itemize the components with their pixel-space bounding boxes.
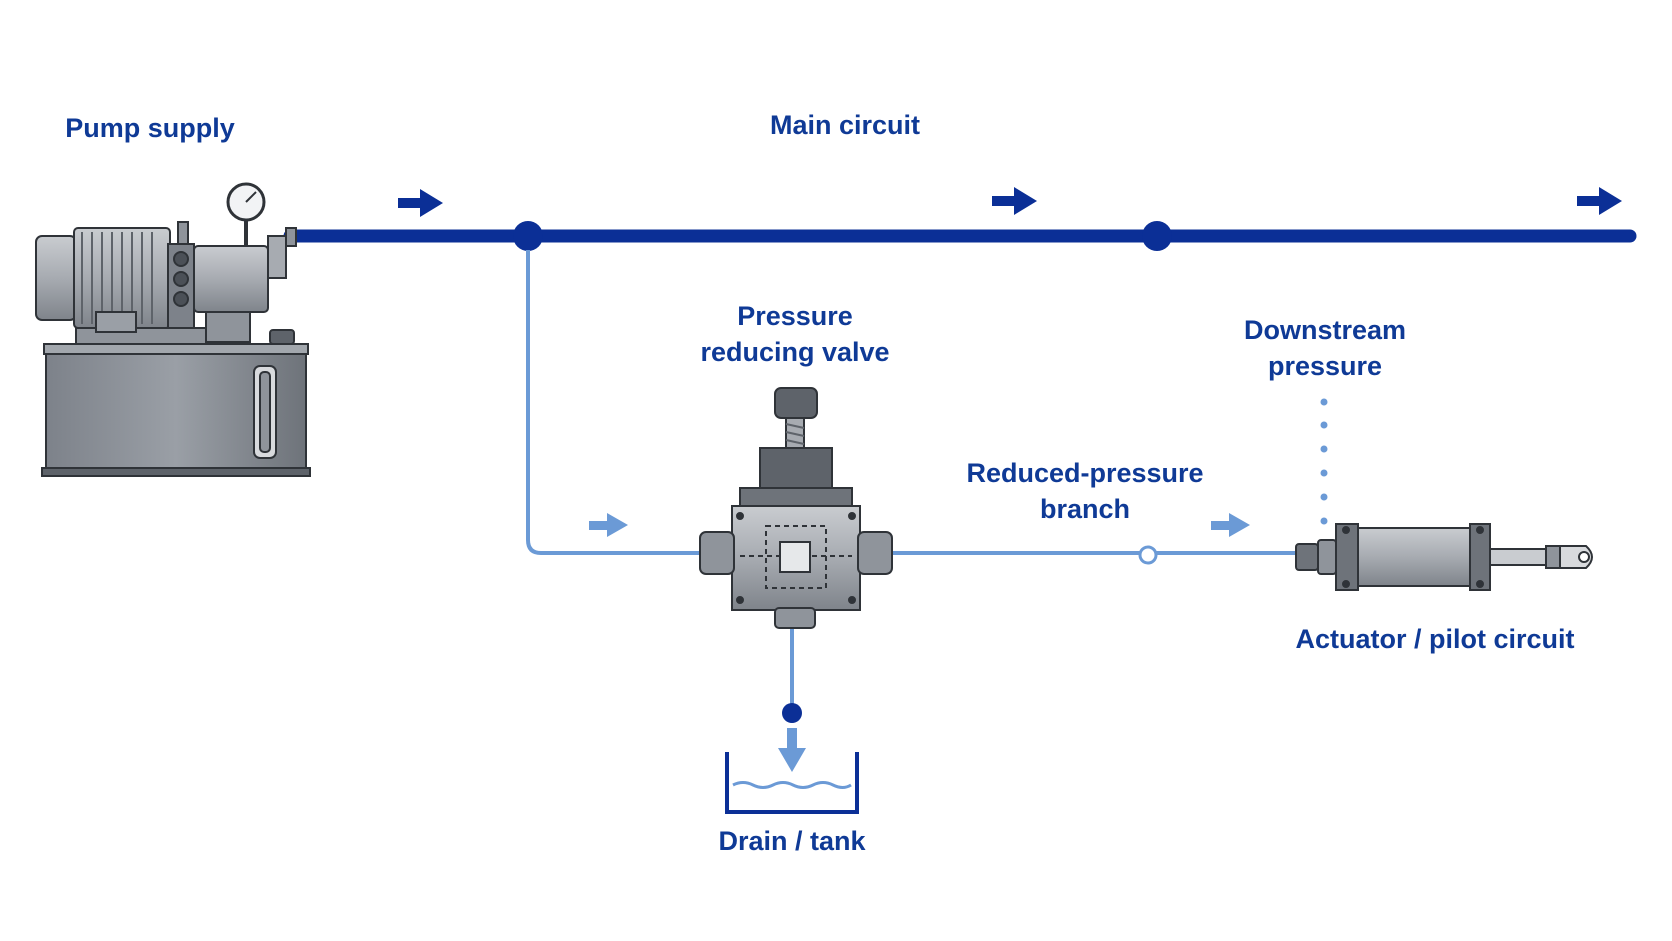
downstream-label-line-2: pressure <box>1267 351 1383 381</box>
main-flow-arrow-icon <box>398 189 443 217</box>
branch-label-line-1: Reduced-pressure <box>966 458 1204 488</box>
drain-junction <box>782 703 802 723</box>
main-junction-1 <box>513 221 543 251</box>
main-flow-arrow-icon <box>992 187 1037 215</box>
branch-flow-arrow-icon <box>589 513 628 537</box>
pump-supply-label: Pump supply <box>65 113 235 143</box>
drain-tank-icon <box>725 752 859 814</box>
prv-label-line-1: Pressure <box>737 301 853 331</box>
drain-tank-label: Drain / tank <box>718 826 866 856</box>
main-flow-arrow-icon <box>1577 187 1622 215</box>
prv-label-line-2: reducing valve <box>700 337 890 367</box>
downstream-pressure-label: Downstream pressure <box>1200 312 1450 384</box>
pump-motor-reservoir-icon <box>35 182 311 477</box>
pressure-reducing-valve-label: Pressure reducing valve <box>670 298 920 370</box>
reduced-pressure-branch-line <box>526 250 1300 555</box>
reduced-pressure-branch-label: Reduced-pressure branch <box>945 455 1225 527</box>
branch-label-line-2: branch <box>1039 494 1131 524</box>
branch-tap-point <box>1138 545 1158 565</box>
branch-flow-arrow-icon <box>1211 513 1250 537</box>
actuator-label: Actuator / pilot circuit <box>1295 624 1575 654</box>
hydraulic-cylinder-icon <box>1295 523 1593 591</box>
drain-flow-arrow-icon <box>778 728 806 772</box>
main-junction-2 <box>1142 221 1172 251</box>
pressure-reducing-valve-icon <box>699 387 893 629</box>
downstream-label-line-1: Downstream <box>1243 315 1407 345</box>
downstream-pressure-indicator <box>1320 398 1328 525</box>
main-circuit-label: Main circuit <box>769 110 921 140</box>
